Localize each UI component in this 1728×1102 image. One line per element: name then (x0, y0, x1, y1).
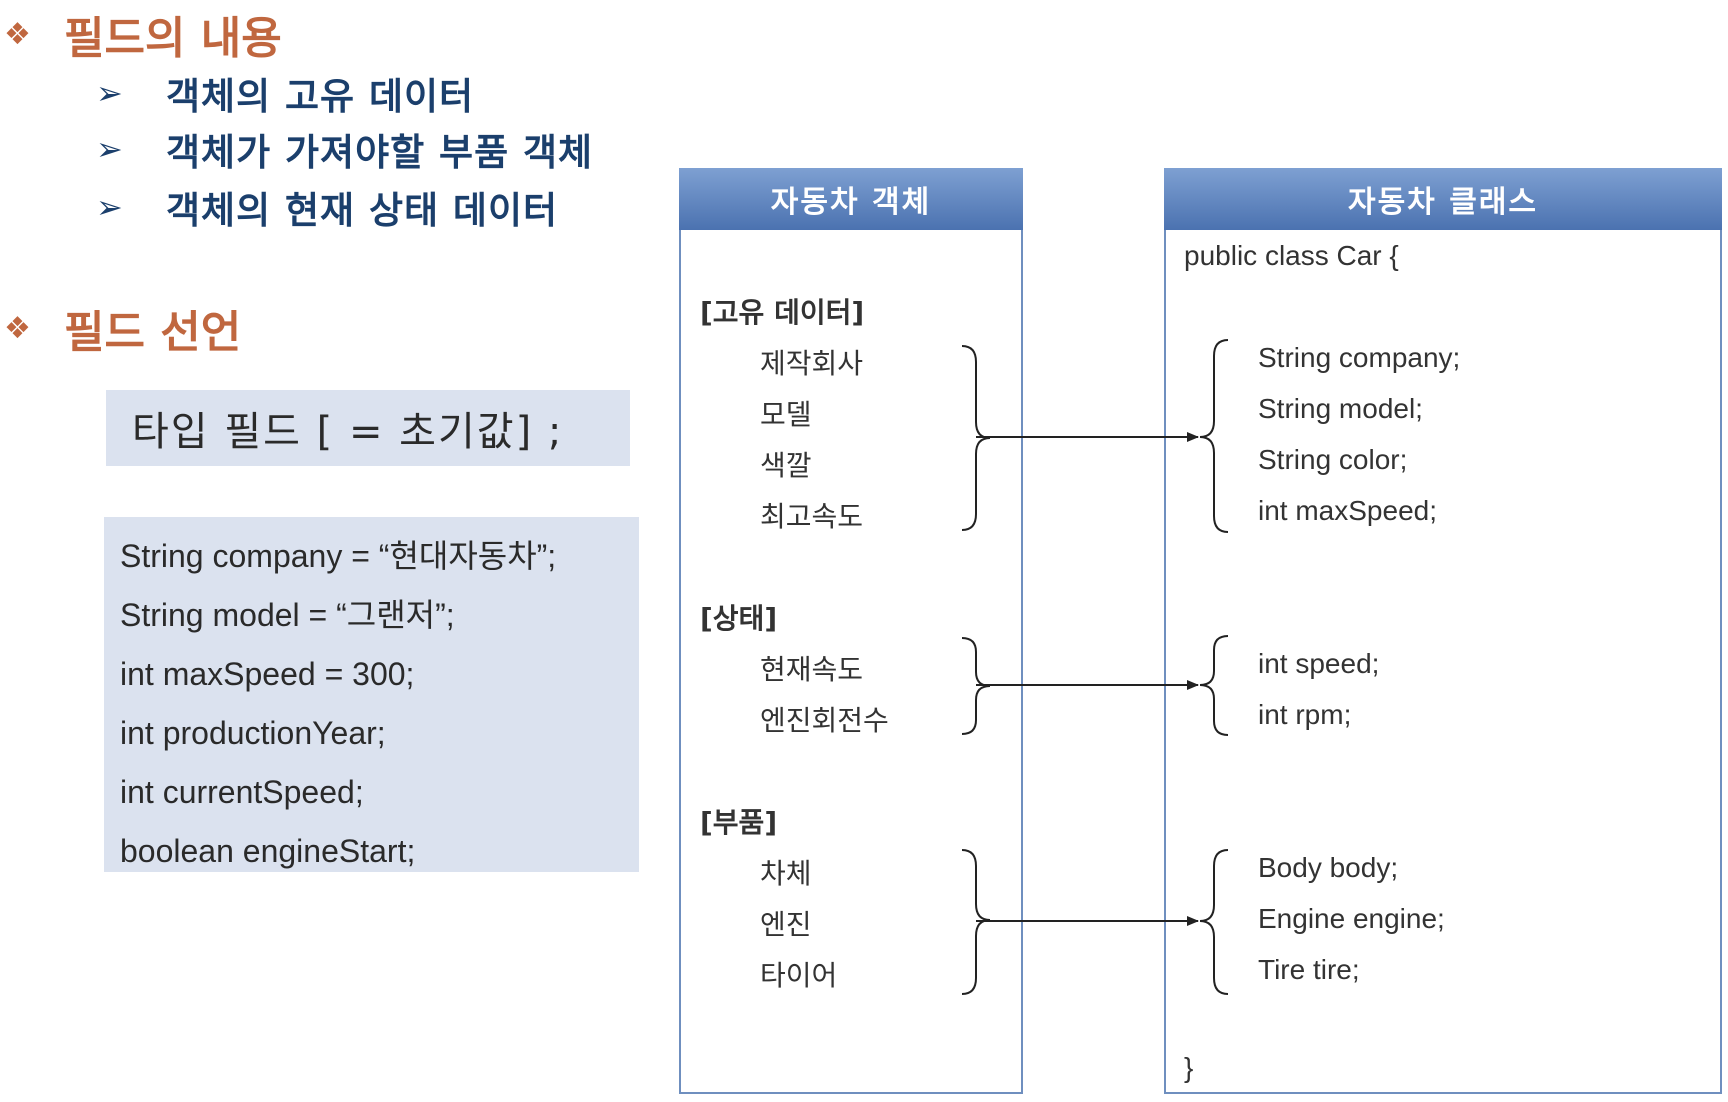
object-field: 현재속도 (760, 653, 864, 686)
bullet-text: 객체의 현재 상태 데이터 (166, 189, 559, 232)
class-panel-title: 자동차 클래스 (1347, 185, 1539, 220)
bullet-item: ➢ 객체의 고유 데이터 (96, 66, 474, 120)
code-line: int productionYear; (120, 715, 386, 751)
section-title-text: 필드의 내용 (64, 13, 282, 64)
class-panel: 자동차 클래스 (1164, 168, 1722, 1094)
object-field: 모델 (760, 398, 812, 431)
class-field: int speed; (1258, 648, 1380, 679)
group-label-intrinsic: [고유 데이터] (700, 296, 865, 329)
code-example-box: String company = “현대자동차”; String model =… (104, 517, 639, 872)
left-brace (1199, 849, 1229, 995)
syntax-box: 타입 필드 [ = 초기값] ; (106, 390, 630, 466)
bullet-item: ➢ 객체의 현재 상태 데이터 (96, 180, 558, 234)
arrow-bullet-icon: ➢ (96, 74, 123, 112)
bullet-text: 객체의 고유 데이터 (166, 75, 475, 118)
class-field: Engine engine; (1258, 903, 1445, 934)
code-line: int currentSpeed; (120, 774, 364, 810)
object-field: 최고속도 (760, 500, 864, 533)
class-field: String model; (1258, 393, 1423, 424)
group-label-state: [상태] (700, 602, 778, 635)
left-brace (1199, 635, 1229, 736)
object-field: 엔진회전수 (760, 704, 889, 737)
bullet-item: ➢ 객체가 가져야할 부품 객체 (96, 122, 593, 176)
diamond-bullet-icon: ❖ (4, 310, 31, 346)
section-content-title: ❖ 필드의 내용 (4, 2, 282, 66)
syntax-text: 타입 필드 [ = 초기값] ; (132, 409, 564, 455)
object-field: 제작회사 (760, 347, 864, 380)
class-field: int rpm; (1258, 699, 1352, 730)
arrow-bullet-icon: ➢ (96, 130, 123, 168)
object-field: 엔진 (760, 908, 812, 941)
code-line: boolean engineStart; (120, 833, 416, 869)
class-closing-brace: } (1184, 1052, 1194, 1083)
class-panel-header: 자동차 클래스 (1164, 168, 1722, 230)
object-panel-title: 자동차 객체 (770, 185, 932, 220)
object-panel-header: 자동차 객체 (679, 168, 1023, 230)
bullet-text: 객체가 가져야할 부품 객체 (166, 131, 594, 174)
class-field: String color; (1258, 444, 1408, 475)
object-panel: 자동차 객체 (679, 168, 1023, 1094)
section-title-text: 필드 선언 (64, 307, 242, 358)
diamond-bullet-icon: ❖ (4, 16, 31, 52)
class-field: int maxSpeed; (1258, 495, 1437, 526)
left-brace (1199, 339, 1229, 533)
class-field: Tire tire; (1258, 954, 1360, 985)
class-declaration: public class Car { (1184, 240, 1399, 271)
class-field: String company; (1258, 342, 1461, 373)
code-line: String company = “현대자동차”; (120, 538, 557, 574)
section-declaration-title: ❖ 필드 선언 (4, 296, 241, 360)
group-label-parts: [부품] (700, 806, 778, 839)
object-field: 차체 (760, 857, 812, 890)
code-line: int maxSpeed = 300; (120, 656, 415, 692)
arrow-bullet-icon: ➢ (96, 188, 123, 226)
object-field: 타이어 (760, 959, 838, 992)
class-field: Body body; (1258, 852, 1399, 883)
code-line: String model = “그랜저”; (120, 597, 455, 633)
object-field: 색깔 (760, 449, 812, 482)
